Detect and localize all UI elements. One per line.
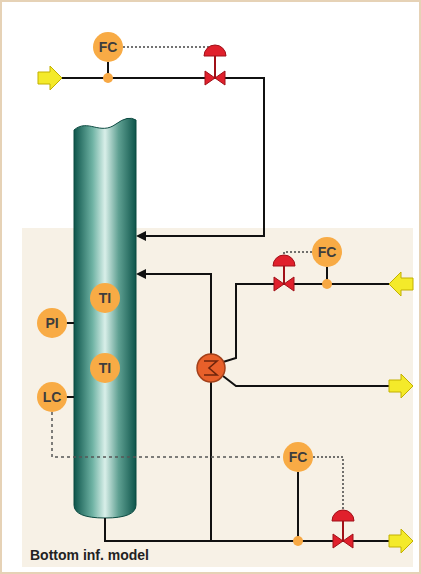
instrument-circle: LC xyxy=(37,382,67,412)
model-region: Bottom inf. model TI PI FC TI LC FC xyxy=(22,228,413,567)
instrument-tag: TI xyxy=(99,360,111,376)
instrument-tag: TI xyxy=(99,290,111,306)
instrument-tag: FC xyxy=(318,244,337,260)
instrument-circle: FC xyxy=(93,32,123,62)
signal-line xyxy=(52,412,283,457)
instrument-circle: FC xyxy=(283,442,313,472)
instrument-tag: LC xyxy=(43,389,62,405)
instrument-tag: FC xyxy=(99,39,118,55)
instrument-circle: TI xyxy=(90,283,120,313)
instrument-circle: TI xyxy=(90,353,120,383)
region-label: Bottom inf. model xyxy=(30,547,149,563)
instrument-tag: FC xyxy=(289,449,308,465)
instrument-circle: PI xyxy=(37,308,67,338)
instrument-tag: PI xyxy=(45,315,58,331)
instrument-circle: FC xyxy=(312,237,342,267)
